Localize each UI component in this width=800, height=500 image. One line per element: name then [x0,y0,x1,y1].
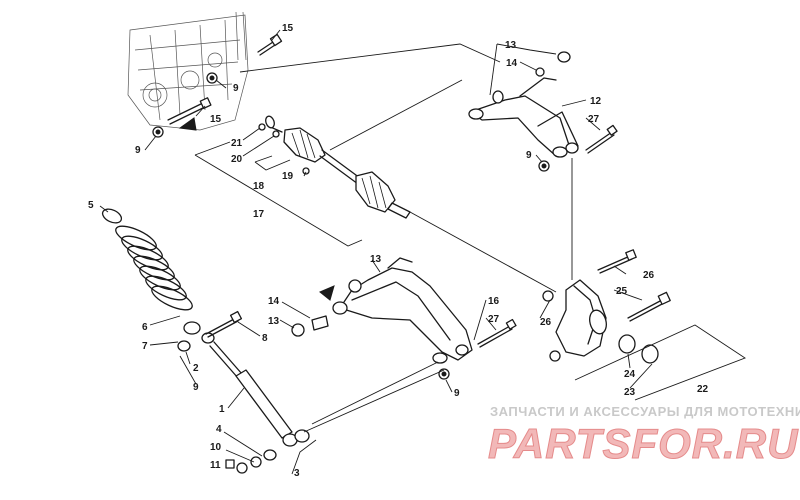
upper-a-arm-12 [468,51,579,158]
bracket-18 [254,155,291,171]
callout-14b: 14 [268,296,280,307]
nut-9-engine-left [152,126,164,138]
ref-line-axle [329,79,463,151]
callout-26b: 26 [540,317,552,328]
callout-13c: 13 [370,254,382,265]
callout-15b: 15 [210,114,222,125]
leader-lines [99,29,653,475]
callout-10: 10 [210,442,222,453]
bracket-17 [194,141,363,247]
bolt-8 [205,310,243,338]
shock-absorber [177,332,310,474]
bolt-15-lower [167,97,212,125]
callout-17: 17 [253,209,265,220]
callout-24: 24 [624,369,636,380]
callout-22: 22 [697,384,709,395]
bolt-25 [627,291,671,322]
ref-line-top [239,43,501,73]
ref-line-shock-lower [311,361,439,425]
callout-18: 18 [253,181,265,192]
callout-11: 11 [210,460,221,471]
bearing-24 [618,334,636,354]
callout-5: 5 [88,200,94,211]
callout-23: 23 [624,387,636,398]
cv-axle [265,115,411,219]
direction-arrow [178,117,197,131]
bushing-13-lower [291,323,305,337]
bolt-15-upper [257,33,283,56]
callout-15a: 15 [282,23,294,34]
bolt-27-lower [477,318,517,348]
callout-27a: 27 [588,114,600,125]
callout-9b: 9 [135,145,141,156]
nut-9-upper [538,160,550,172]
callout-4: 4 [216,424,222,435]
callout-20: 20 [231,154,243,165]
ref-line-shock [303,369,445,433]
ring-21 [258,123,266,131]
ref-line-axle-knuckle [409,211,557,293]
callout-21: 21 [231,138,243,149]
callout-9a: 9 [233,83,239,94]
bolt-11 [225,459,235,469]
callout-2: 2 [193,363,199,374]
bolt-27-upper [585,124,618,154]
knuckle [542,279,607,362]
callout-1: 1 [219,404,225,415]
bracket-22 [574,324,746,401]
bolt-26-upper [597,249,637,274]
nut-9-engine-top [206,72,218,84]
callout-9e: 9 [454,388,460,399]
callout-7: 7 [142,341,148,352]
lower-a-arm-16 [332,257,473,364]
clip-19 [302,167,310,175]
callout-14a: 14 [506,58,518,69]
snap-ring-23 [641,344,659,364]
arrow-lower-arm [319,285,335,301]
callout-13b: 13 [268,316,280,327]
engine-housing [127,11,249,131]
callout-25: 25 [616,286,628,297]
callout-19: 19 [282,171,294,182]
callout-6: 6 [142,322,148,333]
sleeve-14-lower [311,315,329,331]
callout-9c: 9 [526,150,532,161]
ring-20 [272,130,280,138]
callout-3: 3 [294,468,300,479]
callout-labels: 15 9 15 9 21 20 19 18 17 13 14 12 27 9 5… [88,23,709,479]
spring [101,208,201,335]
watermark-tagline: ЗАПЧАСТИ И АКСЕССУАРЫ ДЛЯ МОТОТЕХНИКИ [490,404,800,419]
callout-8: 8 [262,333,268,344]
watermark-logo: PARTSFOR.RU [487,420,799,468]
callout-12: 12 [590,96,602,107]
callout-16: 16 [488,296,500,307]
callout-9d: 9 [193,382,199,393]
callout-26a: 26 [643,270,655,281]
callout-13a: 13 [505,40,517,51]
nut-9-lower [438,368,450,380]
callout-27b: 27 [488,314,500,325]
